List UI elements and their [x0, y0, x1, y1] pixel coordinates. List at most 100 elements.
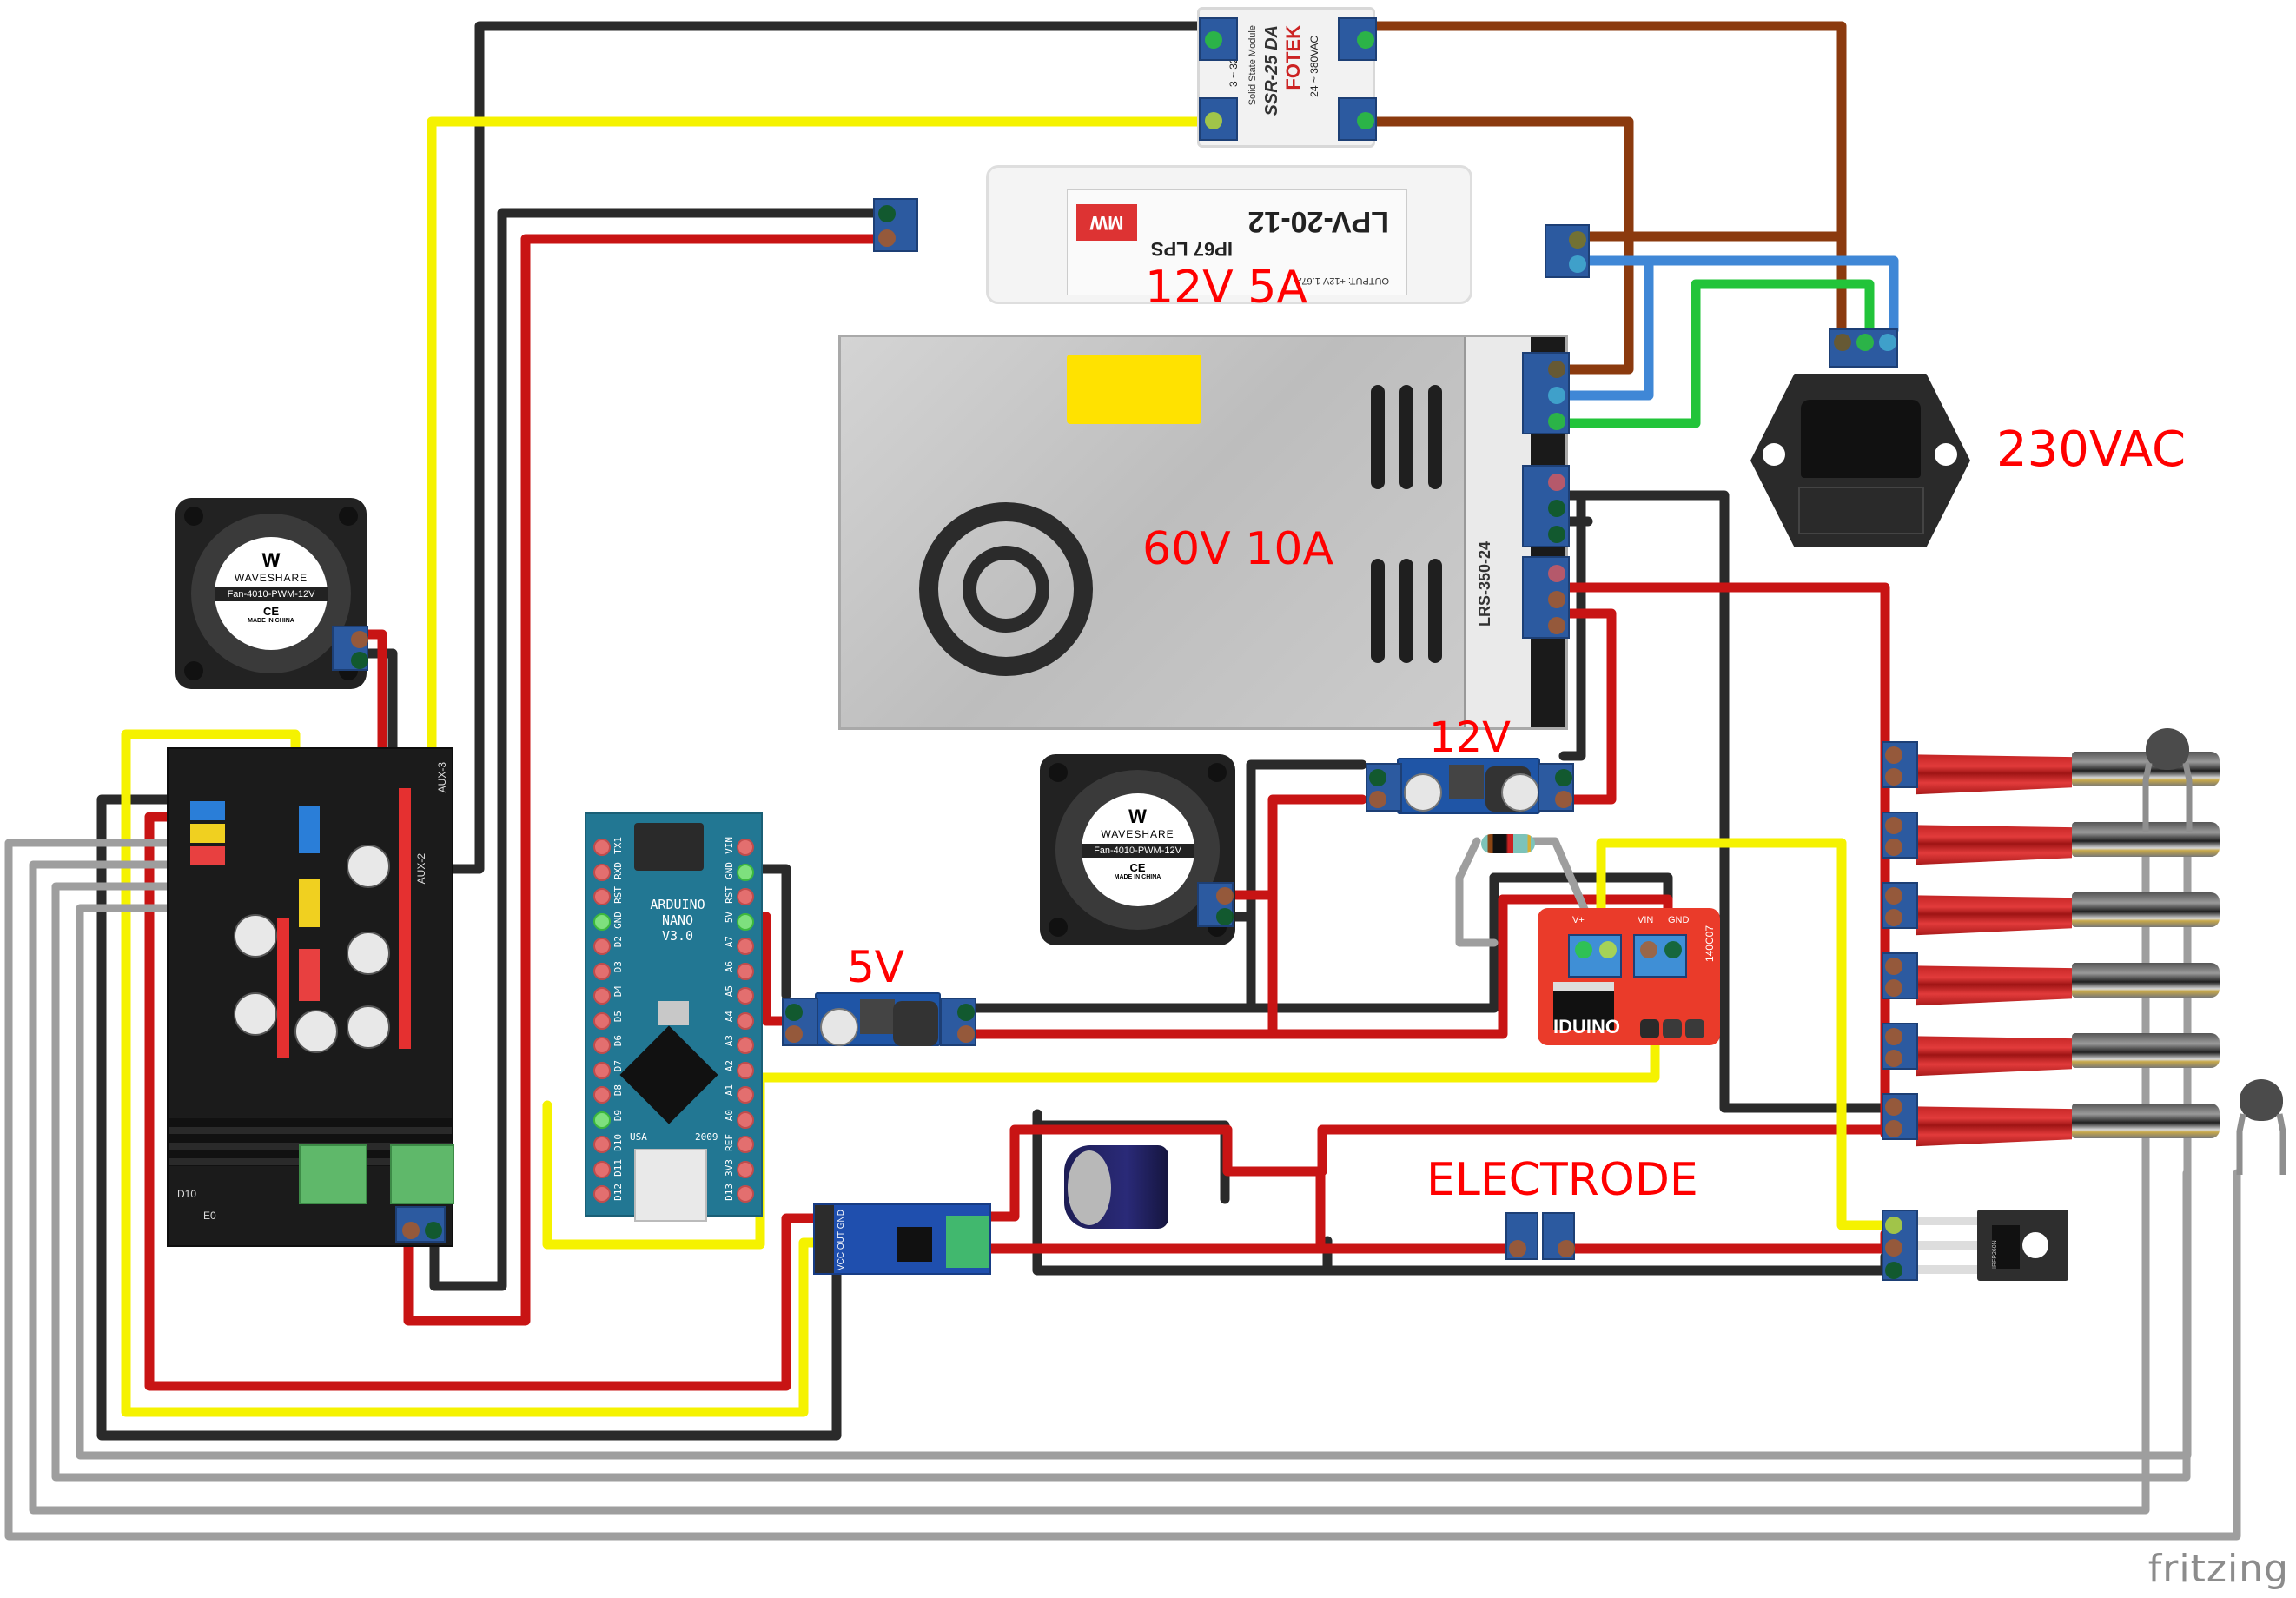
nano-mcu-chip — [619, 1025, 718, 1124]
nano-pin-d10[interactable] — [593, 1136, 611, 1153]
nano-pin-label: 5V — [724, 911, 735, 923]
nano-pin-a7[interactable] — [737, 938, 754, 955]
nano-pin-label: TX1 — [612, 837, 624, 854]
nano-pin-d7[interactable] — [593, 1061, 611, 1079]
mini-usb-port — [634, 1149, 707, 1222]
nano-pin-d12[interactable] — [593, 1185, 611, 1203]
nano-pin-a2[interactable] — [737, 1061, 754, 1079]
ssr-model: SSR-25 DA — [1262, 25, 1281, 116]
buck-5v-in-terminal[interactable] — [940, 998, 976, 1046]
wire-earth — [1550, 279, 1875, 428]
nano-title: ARDUINO NANO V3.0 — [639, 897, 717, 944]
fan-1-terminal[interactable] — [332, 626, 368, 671]
nano-pin-a1[interactable] — [737, 1086, 754, 1104]
nano-title-line-1: ARDUINO — [650, 897, 705, 912]
nano-pin-label: VIN — [724, 837, 735, 854]
fan-model: Fan-4010-PWM-12V — [1081, 844, 1194, 858]
nano-pin-label: D4 — [612, 985, 624, 998]
nano-pin-5v[interactable] — [737, 912, 754, 931]
cooling-fan-1: W WAVESHARE Fan-4010-PWM-12V CE MADE IN … — [175, 498, 367, 689]
nano-pin-a6[interactable] — [737, 962, 754, 980]
nano-pin-d6[interactable] — [593, 1037, 611, 1054]
reset-button[interactable] — [658, 1001, 689, 1025]
ssr-terminal-ac-1[interactable] — [1338, 17, 1377, 61]
label-main-psu-rating: 60V 10A — [1142, 523, 1334, 575]
nano-pin-3v3[interactable] — [737, 1160, 754, 1178]
thermistor-2 — [2233, 1079, 2293, 1175]
ssr-brand: FOTEK — [1282, 25, 1304, 90]
fuse-holder — [1798, 487, 1924, 534]
iduino-mosfet-module: V+ VIN GND 140C07 IDUINO — [1538, 908, 1720, 1045]
heater-terminal[interactable] — [1882, 1093, 1918, 1140]
led-driver-input-terminal[interactable] — [1545, 224, 1590, 278]
thermistor-1 — [2139, 728, 2200, 832]
nano-pin-d13[interactable] — [737, 1185, 754, 1203]
ssr-terminal-ac-2[interactable] — [1338, 97, 1377, 141]
psu-ac-terminal[interactable] — [1522, 352, 1570, 434]
iduino-load-terminal[interactable] — [1568, 934, 1622, 978]
iduino-sig-pin[interactable] — [1640, 1019, 1659, 1038]
resistor — [1481, 834, 1535, 853]
heater-terminal[interactable] — [1882, 812, 1918, 859]
nano-pin-label: A1 — [724, 1084, 735, 1097]
nano-pin-d8[interactable] — [593, 1086, 611, 1104]
nano-pin-d2[interactable] — [593, 938, 611, 955]
nano-pin-d9[interactable] — [593, 1111, 611, 1129]
nano-pin-a4[interactable] — [737, 1011, 754, 1030]
nano-pin-label: GND — [724, 861, 735, 879]
heater-terminal[interactable] — [1882, 952, 1918, 999]
buck-5v-out-terminal[interactable] — [782, 998, 818, 1046]
nano-pin-gnd[interactable] — [737, 863, 754, 881]
wire-ac-neutral — [1550, 255, 1899, 401]
nano-title-line-2: NANO — [661, 912, 694, 928]
nano-pin-a3[interactable] — [737, 1037, 754, 1054]
electrode-terminal-left[interactable] — [1505, 1212, 1538, 1260]
pin-gnd: GND — [837, 1210, 846, 1230]
mosfet-terminal[interactable] — [1882, 1210, 1918, 1281]
current-sensor-header[interactable] — [815, 1205, 834, 1273]
nano-pin-a0[interactable] — [737, 1111, 754, 1129]
iduino-label-vin: VIN — [1638, 915, 1654, 925]
ac-inlet-terminal[interactable] — [1829, 328, 1898, 368]
iec-socket — [1801, 400, 1921, 478]
ssr-terminal-input-neg[interactable] — [1199, 17, 1238, 61]
iduino-label-vplus: V+ — [1572, 915, 1585, 925]
fan-2-terminal[interactable] — [1197, 882, 1234, 927]
ramps-silk-e0: E0 — [203, 1210, 216, 1222]
psu-negative-terminal[interactable] — [1522, 465, 1570, 547]
nano-pin-rxd[interactable] — [593, 863, 611, 881]
heater-terminal[interactable] — [1882, 882, 1918, 929]
ce-mark: CE — [262, 605, 280, 618]
buck-12v-in-terminal[interactable] — [1538, 763, 1574, 812]
nano-pin-a5[interactable] — [737, 987, 754, 1005]
fan-brand: WAVESHARE — [234, 572, 308, 584]
current-sensor-terminal[interactable] — [946, 1216, 989, 1268]
led-driver-output-terminal[interactable] — [873, 198, 918, 252]
ramps-input-terminal[interactable] — [395, 1206, 446, 1243]
pin-out: OUT — [837, 1231, 846, 1250]
nano-pin-vin[interactable] — [737, 839, 754, 856]
nano-pin-d5[interactable] — [593, 1011, 611, 1030]
electrode-terminal-right[interactable] — [1542, 1212, 1575, 1260]
ssr-terminal-input-pos[interactable] — [1199, 97, 1238, 141]
nano-pin-ref[interactable] — [737, 1136, 754, 1153]
nano-pin-gnd[interactable] — [593, 912, 611, 931]
psu-positive-terminal[interactable] — [1522, 556, 1570, 639]
nano-pin-label: D3 — [612, 960, 624, 972]
nano-pin-d4[interactable] — [593, 987, 611, 1005]
wire-ac-live — [1359, 21, 1847, 375]
ssr-subtitle: Solid State Module — [1247, 25, 1258, 106]
nano-pin-rst[interactable] — [737, 888, 754, 905]
nano-pin-d11[interactable] — [593, 1160, 611, 1178]
nano-pin-tx1[interactable] — [593, 839, 611, 856]
nano-pin-label: GND — [612, 911, 624, 929]
heater-terminal[interactable] — [1882, 1023, 1918, 1070]
led-driver-output-spec: OUTPUT: +12V 1.67A — [1295, 275, 1389, 286]
ramps-power-terminal-1 — [299, 1144, 367, 1204]
iduino-power-terminal[interactable] — [1633, 934, 1687, 978]
nano-pin-d3[interactable] — [593, 962, 611, 980]
heater-terminal[interactable] — [1882, 741, 1918, 788]
iduino-code: 140C07 — [1704, 925, 1716, 963]
buck-12v-out-terminal[interactable] — [1366, 763, 1402, 812]
nano-pin-rst[interactable] — [593, 888, 611, 905]
